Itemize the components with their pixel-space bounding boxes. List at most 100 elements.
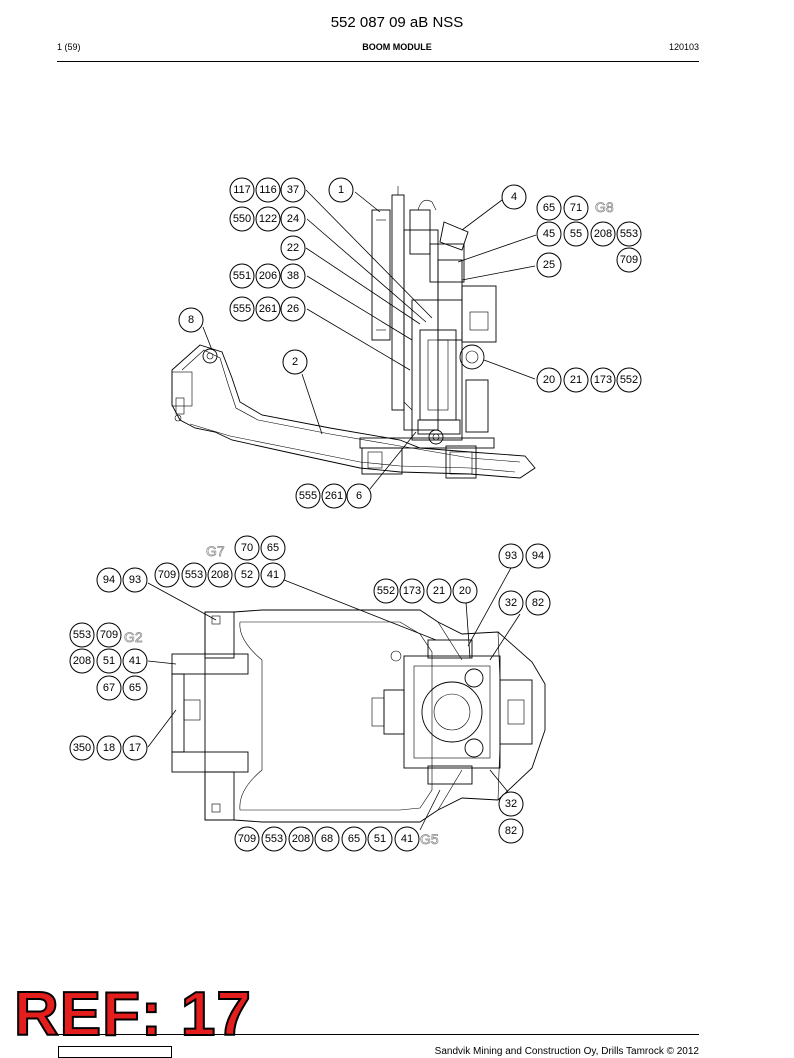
callout-circle [229,206,255,232]
callout-circle [122,675,148,701]
side-callout-173: 173 [590,367,616,393]
callout-label: 553 [620,228,638,240]
side-callout-25: 25 [536,252,562,278]
top-callout-51: 51 [96,648,122,674]
callout-label: 208 [73,655,91,667]
callout-circle [616,247,642,273]
callout-label: 65 [348,833,360,845]
document-number: 552 087 09 aB NSS [330,14,464,31]
callout-label: 94 [103,574,115,586]
callout-circle [536,195,562,221]
footer-rule [57,1034,699,1035]
side-callout-55: 55 [563,221,589,247]
callout-circle [122,648,148,674]
callout-circle [563,367,589,393]
callout-label: 93 [505,550,517,562]
page-title: BOOM MODULE [362,42,432,52]
callout-circle [255,263,281,289]
callout-label: 65 [543,202,555,214]
callout-circle [373,578,399,604]
side-callout-71: 71 [563,195,589,221]
callout-circle [96,648,122,674]
callout-label: 553 [265,833,283,845]
callout-label: 208 [211,569,229,581]
top-callout-82: 82 [498,818,524,844]
top-callout-20: 20 [452,578,478,604]
callout-circle [498,818,524,844]
grid-label-g8: G8 [595,199,614,215]
callout-label: 553 [185,569,203,581]
grid-label-g2: G2 [124,629,143,645]
top-callout-208: 208 [207,562,233,588]
top-callout-41: 41 [260,562,286,588]
top-callout-82: 82 [525,590,551,616]
callout-label: 41 [267,569,279,581]
callout-circle [280,177,306,203]
callout-circle [229,263,255,289]
top-callout-67: 67 [96,675,122,701]
side-callout-20: 20 [536,367,562,393]
callout-label: 261 [325,490,343,502]
top-callout-21: 21 [426,578,452,604]
callout-circle [234,535,260,561]
callout-circle [282,349,308,375]
side-callout-552: 552 [616,367,642,393]
callout-circle [234,562,260,588]
callout-circle [154,562,180,588]
callout-circle [255,177,281,203]
callout-circle [255,206,281,232]
callout-label: 38 [287,270,299,282]
callout-label: 93 [129,574,141,586]
side-view-drawing [171,186,536,479]
callout-label: 32 [505,798,517,810]
callout-circle [96,735,122,761]
side-callout-8: 8 [178,307,204,333]
side-callout-22: 22 [280,235,306,261]
callout-label: 18 [103,742,115,754]
callout-label: 45 [543,228,555,240]
top-callout-70: 70 [234,535,260,561]
side-callout-21: 21 [563,367,589,393]
top-callout-32: 32 [498,791,524,817]
callout-circle [280,296,306,322]
callout-circle [616,367,642,393]
side-callout-261: 261 [255,296,281,322]
callout-label: 51 [374,833,386,845]
top-callout-350: 350 [69,735,95,761]
callout-circle [590,221,616,247]
ref-stamp: REF: 17 [13,980,252,1049]
callout-label: 32 [505,597,517,609]
callout-label: 21 [433,585,445,597]
callout-label: 552 [377,585,395,597]
callout-circle [563,195,589,221]
callout-label: 173 [403,585,421,597]
side-callout-117: 117 [229,177,255,203]
callout-circle [498,590,524,616]
side-callout-26: 26 [280,296,306,322]
side-callout-122: 122 [255,206,281,232]
callout-label: 116 [259,184,277,196]
callout-label: 94 [532,550,544,562]
callout-label: 2 [292,356,298,368]
callout-circle [501,184,527,210]
callout-label: 82 [532,597,544,609]
side-callout-4: 4 [501,184,527,210]
top-callout-17: 17 [122,735,148,761]
callout-label: 52 [241,569,253,581]
callout-label: 65 [267,542,279,554]
callout-circle [367,826,393,852]
top-callout-553: 553 [261,826,287,852]
callout-label: 206 [259,270,277,282]
grid-label-g7: G7 [206,543,225,559]
side-callout-555: 555 [295,483,321,509]
callout-circle [341,826,367,852]
callout-circle [280,263,306,289]
top-callout-51: 51 [367,826,393,852]
callout-circle [69,735,95,761]
top-callout-65: 65 [260,535,286,561]
side-callout-709: 709 [616,247,642,273]
callout-label: 25 [543,259,555,271]
